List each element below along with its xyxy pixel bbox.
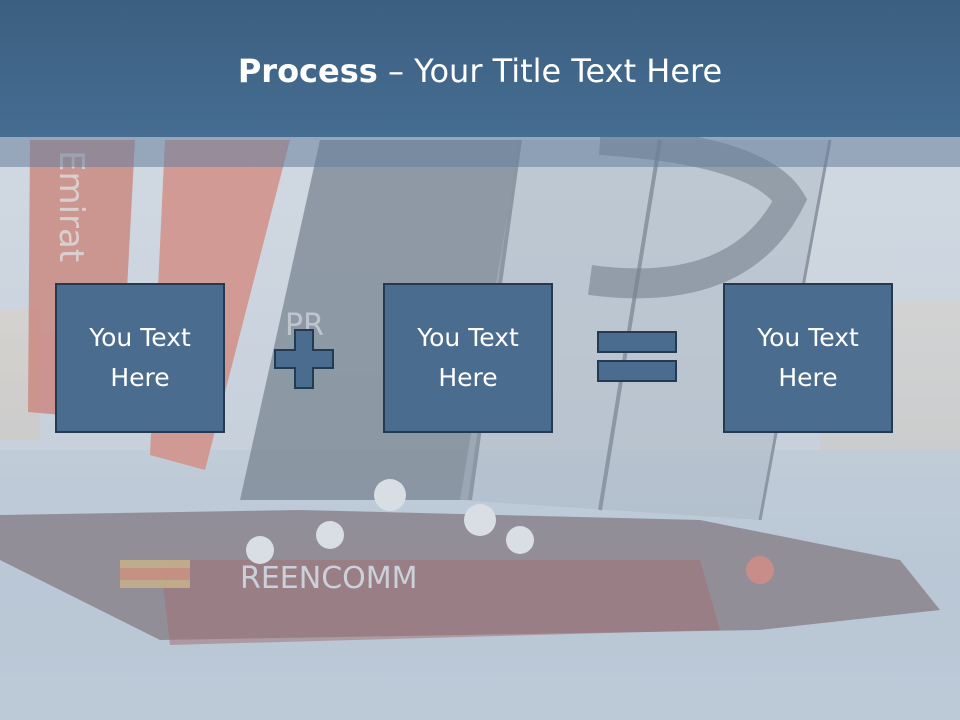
title-band — [0, 0, 960, 137]
box-line-1: You Text — [417, 323, 519, 352]
title-rest: – Your Title Text Here — [377, 52, 723, 90]
box-line-1: You Text — [89, 323, 191, 352]
equals-icon — [596, 330, 678, 384]
box-line-1: You Text — [757, 323, 859, 352]
hull-lettering: REENCOMM — [240, 561, 418, 596]
box-line-2: Here — [110, 363, 170, 392]
sub-band — [0, 137, 960, 167]
title-bold: Process — [237, 52, 378, 90]
box-line-2: Here — [438, 363, 498, 392]
sail-brand-lettering: Emirat — [51, 150, 91, 262]
box-line-2: Here — [778, 363, 838, 392]
slide-title: Process – Your Title Text Here — [0, 52, 960, 90]
plus-icon — [273, 328, 335, 390]
